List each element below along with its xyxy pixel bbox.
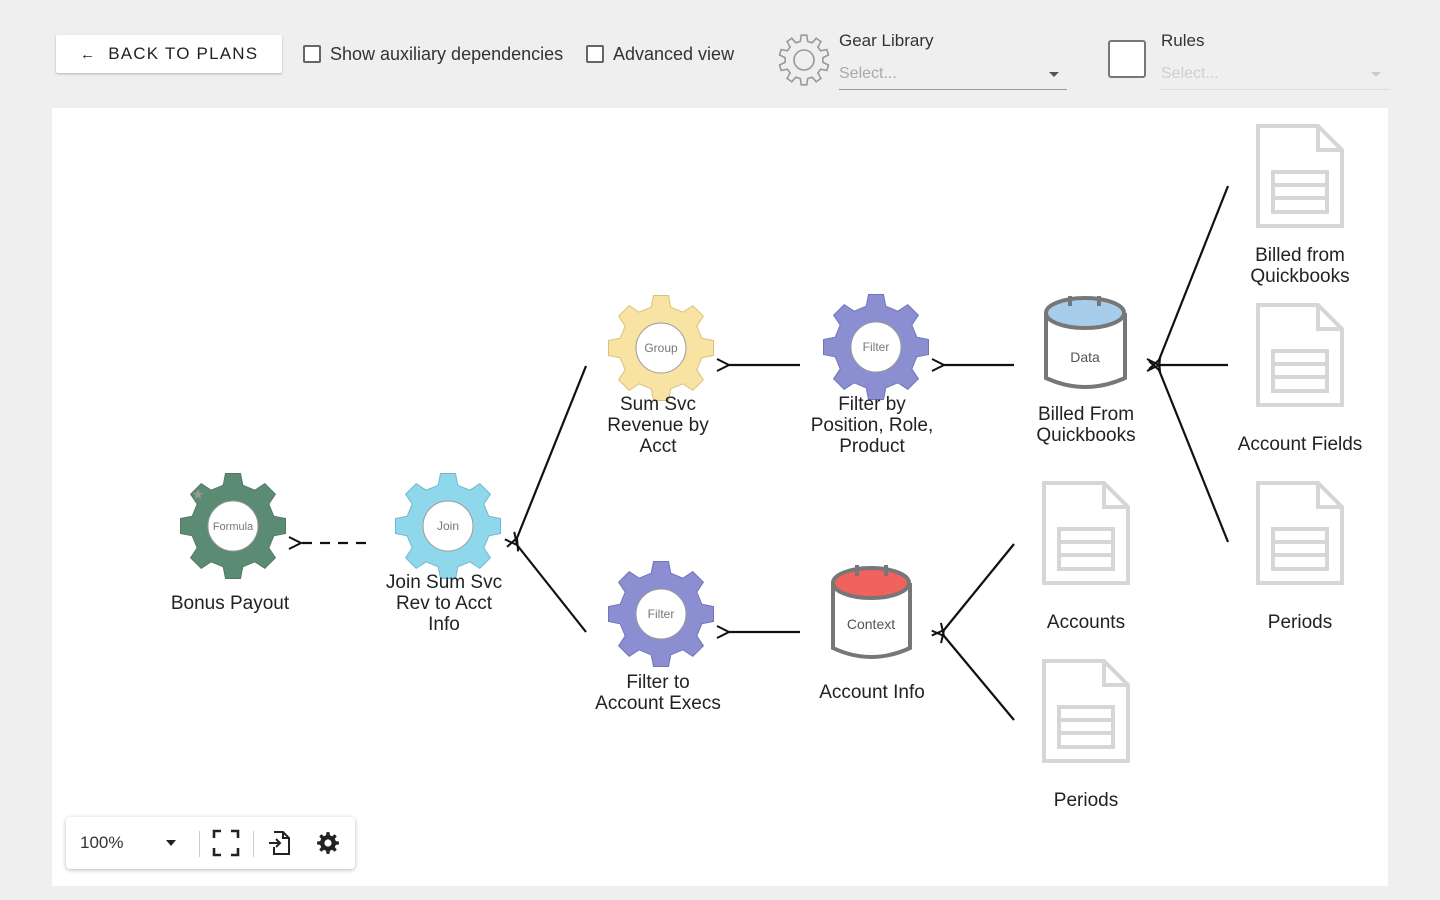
rules-label: Rules (1161, 31, 1205, 50)
document-icon[interactable] (1256, 124, 1344, 228)
advanced-view-checkbox[interactable]: Advanced view (586, 42, 734, 66)
node-label-src-periods-bottom: Periods (1053, 790, 1119, 811)
gear-kind-text: Join (437, 519, 459, 533)
fit-screen-icon[interactable] (212, 829, 240, 857)
arrow-left-icon: ← (80, 45, 97, 63)
filter-gear-icon[interactable]: Filter (608, 561, 714, 667)
rules-select[interactable]: Select... (1161, 60, 1389, 90)
document-icon[interactable] (1042, 481, 1130, 585)
gear-library-icon (778, 34, 830, 86)
data-cylinder-icon[interactable]: Data (1044, 296, 1127, 389)
context-cylinder-icon[interactable]: Context (831, 565, 912, 659)
show-auxiliary-dependencies-label: Show auxiliary dependencies (330, 43, 564, 64)
node-label-account-info: Account Info (819, 682, 925, 703)
gear-kind-text: Formula (213, 521, 254, 533)
edge-billed-source (1159, 185, 1230, 360)
document-table (1271, 349, 1329, 393)
document-icon[interactable] (1256, 481, 1344, 585)
zoom-toolbar: 100% (66, 817, 355, 869)
back-to-plans-button[interactable]: ← BACK TO PLANS (56, 35, 282, 73)
cylinder-kind-text: Data (1070, 349, 1100, 365)
edge-periods-source (1159, 370, 1230, 543)
gear-kind-text: Filter (863, 340, 890, 354)
gear-kind-text: Filter (648, 607, 675, 621)
back-to-plans-label: BACK TO PLANS (108, 44, 259, 63)
settings-gear-icon[interactable] (314, 829, 342, 857)
node-label-filter-position: Filter by Position, Role, Product (810, 394, 934, 457)
divider (253, 831, 254, 857)
edge-accounts-to-context (944, 543, 1015, 630)
node-label-src-periods-right: Periods (1267, 612, 1333, 633)
checkbox-box (303, 45, 321, 63)
node-label-sum-svc: Sum Svc Revenue by Acct (607, 394, 709, 457)
node-label-bonus-payout: Bonus Payout (170, 593, 290, 614)
formula-gear-icon[interactable]: Formula ★ (180, 473, 286, 579)
node-label-src-account-fields: Account Fields (1237, 434, 1363, 455)
document-table (1271, 527, 1329, 571)
group-gear-icon[interactable]: Group (608, 295, 714, 401)
document-fold (1316, 483, 1342, 509)
document-icon[interactable] (1042, 659, 1130, 763)
checkbox-box (586, 45, 604, 63)
chevron-down-icon (1371, 72, 1381, 77)
dependency-graph-canvas[interactable] (52, 108, 1388, 886)
zoom-level[interactable]: 100% (80, 833, 124, 852)
cylinder-kind-text: Context (847, 616, 895, 632)
document-table (1057, 527, 1115, 571)
filter-gear-icon[interactable]: Filter (823, 294, 929, 400)
document-table (1057, 705, 1115, 749)
gear-library-placeholder: Select... (839, 65, 897, 82)
edge-periods-to-context (944, 636, 1015, 721)
node-label-src-billed: Billed from Quickbooks (1250, 245, 1350, 287)
edge-group-to-join (517, 365, 588, 538)
document-table (1271, 170, 1329, 214)
edge-filter-execs-to-join (517, 545, 587, 633)
node-label-src-accounts: Accounts (1046, 612, 1126, 633)
advanced-view-label: Advanced view (613, 43, 735, 64)
export-file-icon[interactable] (266, 829, 294, 857)
gear-kind-text: Group (644, 341, 678, 355)
zoom-dropdown-icon[interactable] (166, 840, 176, 846)
node-label-billed-from-qb: Billed From Quickbooks (1036, 404, 1136, 446)
star-icon: ★ (192, 487, 205, 503)
join-gear-icon[interactable]: Join (395, 473, 501, 579)
rules-checkbox[interactable] (1108, 40, 1146, 78)
gear-library-select[interactable]: Select... (839, 60, 1067, 90)
show-auxiliary-dependencies-checkbox[interactable]: Show auxiliary dependencies (303, 42, 563, 66)
node-label-filter-execs: Filter to Account Execs (595, 672, 721, 714)
document-fold (1316, 126, 1342, 152)
rules-placeholder: Select... (1161, 65, 1219, 82)
chevron-down-icon (1049, 72, 1059, 77)
document-icon[interactable] (1256, 303, 1344, 407)
document-fold (1102, 483, 1128, 509)
document-fold (1102, 661, 1128, 687)
node-label-join-sum: Join Sum Svc Rev to Acct Info (385, 572, 503, 635)
gear-library-label: Gear Library (839, 31, 934, 50)
divider (199, 831, 200, 857)
document-fold (1316, 305, 1342, 331)
